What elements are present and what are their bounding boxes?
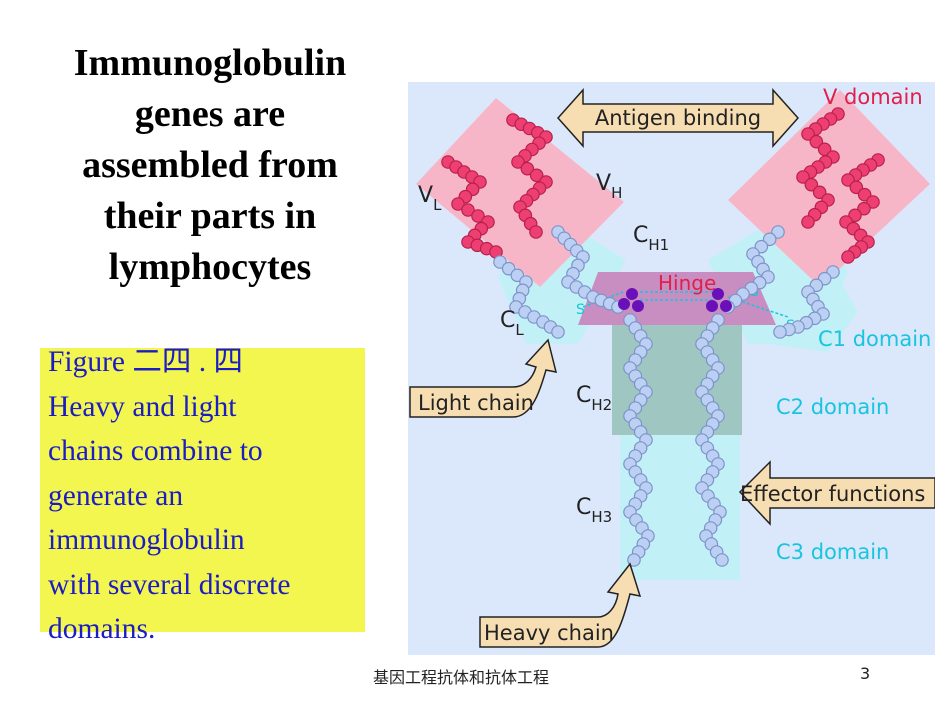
chain-bead: [796, 170, 810, 184]
footer-title: 基因工程抗体和抗体工程: [373, 668, 550, 687]
caption-line: with several discrete: [48, 568, 291, 601]
antigen-binding-label: Antigen binding: [595, 106, 761, 130]
hinge-label: Hinge: [658, 271, 716, 295]
vl-label: VL: [418, 183, 442, 214]
ch2-label: CH2: [576, 383, 612, 414]
chain-bead: [471, 209, 485, 223]
light-chain-label: Light chain: [418, 391, 534, 415]
chain-bead: [715, 553, 729, 567]
chain-bead: [841, 250, 855, 264]
light-chain-arrow: Light chain: [409, 338, 558, 418]
chain-bead: [529, 168, 544, 183]
title-line: their parts in: [103, 195, 317, 237]
hinge-beads: [618, 288, 732, 312]
ch3-label: CH3: [576, 495, 612, 526]
disulfide-label: S: [576, 302, 585, 318]
heavy-chain-arrow: Heavy chain: [479, 562, 642, 648]
caption-line: chains combine to: [48, 435, 263, 467]
cl-label: CL: [500, 308, 524, 339]
vh-label: VH: [596, 171, 622, 202]
chain-bead: [773, 325, 787, 339]
chain-bead: [451, 197, 465, 211]
antigen-binding-arrow: Antigen binding: [556, 88, 800, 148]
antibody-diagram: S S S Antigen binding Light chain Heavy …: [408, 82, 935, 655]
caption-box: [40, 348, 365, 632]
chain-bead: [809, 134, 824, 149]
caption-line: generate an: [48, 479, 184, 512]
heavy-chain-beads: [441, 107, 885, 567]
chain-bead: [866, 195, 880, 209]
chain-bead: [551, 325, 565, 339]
title-line: lymphocytes: [108, 246, 312, 288]
chain-bead: [848, 208, 862, 223]
slide-footer: 基因工程抗体和抗体工程 3: [0, 664, 950, 688]
page-number: 3: [860, 664, 871, 683]
chain-bead: [520, 161, 535, 176]
caption-line: immunoglobulin: [48, 524, 245, 556]
chain-bead: [529, 225, 543, 239]
chain-bead: [801, 215, 815, 229]
slide-title: Immunoglobulin genes are assembled from …: [40, 38, 380, 293]
caption-line: domains.: [48, 613, 156, 645]
figure-caption: Figure 二四 . 四 Heavy and light chains com…: [48, 340, 363, 652]
caption-line: Heavy and light: [48, 390, 237, 423]
c3-domain-label: C3 domain: [776, 540, 889, 564]
effector-functions-label: Effector functions: [740, 482, 925, 506]
c2-domain-label: C2 domain: [776, 395, 889, 419]
effector-functions-arrow: Effector functions: [738, 460, 935, 526]
title-line: Immunoglobulin: [73, 42, 347, 84]
title-line: genes are: [134, 93, 286, 135]
chain-bead: [511, 155, 525, 169]
title-line: assembled from: [82, 144, 338, 186]
caption-line: Figure 二四 . 四: [48, 346, 244, 378]
heavy-chain-label: Heavy chain: [484, 621, 614, 645]
chain-bead: [461, 203, 475, 217]
v-domain-label: V domain: [823, 85, 923, 109]
c1-domain-label: C1 domain: [818, 327, 931, 351]
chain-bead: [804, 177, 819, 192]
chain-bead: [857, 201, 871, 216]
ch1-label: CH1: [633, 223, 669, 254]
chain-bead: [627, 553, 641, 567]
chain-bead: [801, 127, 815, 141]
chain-bead: [812, 185, 827, 200]
